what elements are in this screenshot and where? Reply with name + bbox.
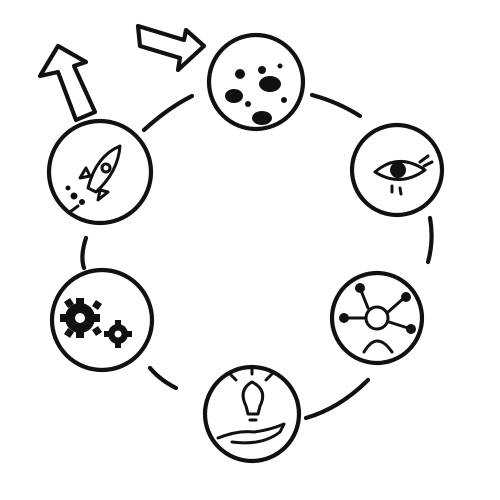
node-gears xyxy=(49,267,155,373)
gears-icon xyxy=(60,298,132,348)
connector-gears-rocket xyxy=(80,235,89,271)
node-circle xyxy=(329,270,425,366)
outline-arrow-up-icon xyxy=(37,43,98,123)
node-idea xyxy=(202,364,302,464)
connectors xyxy=(80,92,434,421)
node-eye xyxy=(349,122,445,218)
node-rocket xyxy=(46,118,154,226)
node-circle xyxy=(49,267,155,373)
connector-eye-network xyxy=(425,215,434,265)
node-network xyxy=(329,270,425,366)
network-person-icon xyxy=(339,283,416,354)
node-dots xyxy=(206,32,306,132)
node-circle xyxy=(349,122,445,218)
node-circle xyxy=(206,32,306,132)
rocket-icon xyxy=(65,144,122,214)
connector-dots-eye xyxy=(309,92,363,119)
dots-cluster-icon xyxy=(225,63,287,125)
connector-idea-gears xyxy=(147,365,179,391)
eye-icon xyxy=(373,154,434,196)
node-circle xyxy=(46,118,154,226)
outline-arrow-right-icon xyxy=(135,23,207,73)
connector-rocket-dots xyxy=(141,93,195,133)
connector-network-idea xyxy=(303,377,371,421)
lightbulb-hand-icon xyxy=(216,366,286,445)
